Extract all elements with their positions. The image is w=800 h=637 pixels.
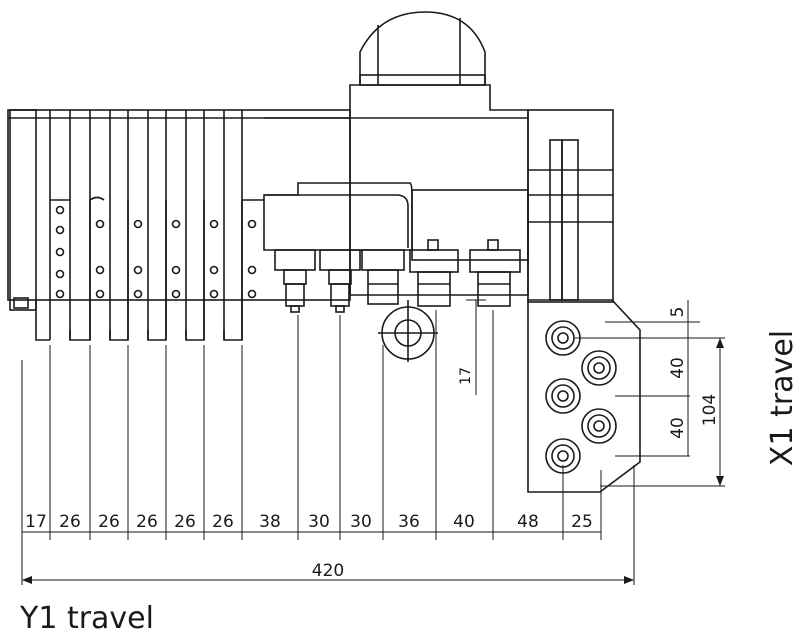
y1-travel-label: Y1 travel (19, 601, 154, 636)
dim-label: 40 (453, 512, 475, 532)
dim-label: 26 (212, 512, 234, 532)
dim-label: 38 (259, 512, 281, 532)
offset-17-label: 17 (458, 367, 474, 385)
collet (409, 239, 459, 307)
dim-label: 26 (174, 512, 196, 532)
collet (469, 239, 521, 307)
turret-column (527, 109, 641, 493)
dim-label: 17 (25, 512, 47, 532)
x1-travel-label: X1 travel (765, 330, 800, 466)
dim-label: 26 (59, 512, 81, 532)
offset-5-label: 5 (668, 307, 688, 318)
dimension-lines (21, 299, 725, 585)
dim-label: 26 (98, 512, 120, 532)
workpiece-chuck (378, 300, 438, 362)
collet (319, 249, 361, 313)
tool-hole (545, 378, 581, 414)
collet (274, 249, 316, 313)
spacing-40-bottom-label: 40 (668, 417, 688, 439)
tool-hole (581, 350, 617, 386)
dim-label: 36 (398, 512, 420, 532)
gang-tool-blades (9, 109, 264, 341)
tool-hole (545, 320, 581, 356)
height-104-label: 104 (700, 394, 720, 426)
tool-hole (581, 408, 617, 444)
total-width-label: 420 (312, 561, 344, 581)
tool-collets (274, 239, 521, 313)
machine-body (7, 11, 529, 301)
dim-label: 48 (517, 512, 539, 532)
collet (361, 249, 405, 305)
dim-label: 30 (308, 512, 330, 532)
dim-label: 25 (571, 512, 593, 532)
pitch-dimension-labels: 17 26 26 26 26 26 38 30 30 36 40 48 25 (25, 512, 593, 532)
spacing-40-top-label: 40 (668, 357, 688, 379)
dim-label: 30 (350, 512, 372, 532)
dim-label: 26 (136, 512, 158, 532)
turret-tool-holes (545, 320, 617, 474)
